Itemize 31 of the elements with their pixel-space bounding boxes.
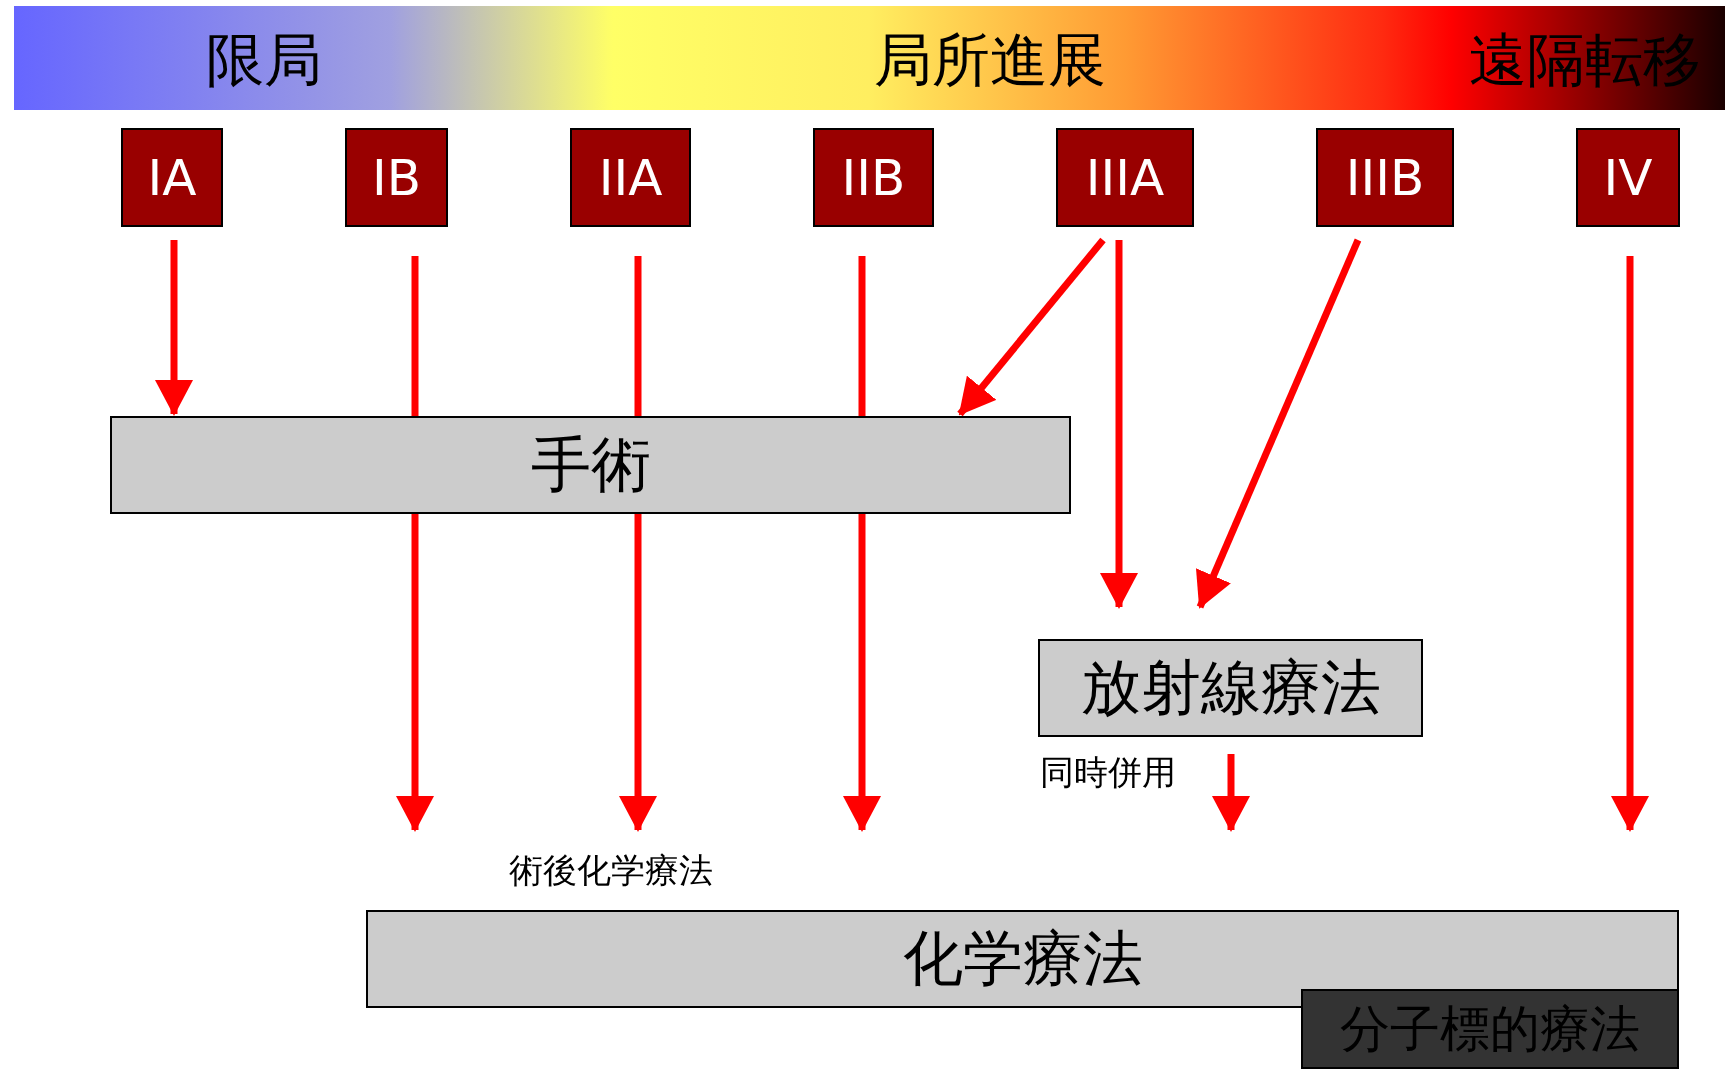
stage-label: IA <box>147 148 197 207</box>
annotation-text: 同時併用 <box>1040 751 1176 794</box>
treatment-label: 化学療法 <box>902 921 1143 995</box>
stage-group-label: 遠隔転移 <box>1469 25 1701 96</box>
treatment-label: 手術 <box>530 427 651 501</box>
stage-group-label: 限局 <box>206 25 322 96</box>
stage-box <box>813 128 934 227</box>
stage-label: IB <box>371 148 422 207</box>
annotation-text: 術後化学療法 <box>509 849 713 892</box>
treatment-box <box>110 416 1071 514</box>
stage-spectrum-band <box>14 6 1725 110</box>
arrow <box>396 514 434 832</box>
arrow <box>957 237 1106 417</box>
stage-label: IIA <box>598 148 663 207</box>
stage-box <box>121 128 223 227</box>
treatment-box <box>1038 639 1423 737</box>
stage-label: IIB <box>841 148 906 207</box>
stage-label: IIIA <box>1085 148 1165 207</box>
stage-group-label: 局所進展 <box>874 25 1106 96</box>
stage-label: IIIB <box>1345 148 1425 207</box>
arrow <box>843 514 881 832</box>
treatment-box <box>1301 989 1679 1069</box>
arrow <box>1196 238 1362 609</box>
stage-label: IV <box>1603 148 1653 207</box>
stage-box <box>570 128 691 227</box>
stage-box <box>1316 128 1454 227</box>
stage-box <box>1576 128 1680 227</box>
arrow <box>619 514 657 832</box>
stage-box <box>1056 128 1194 227</box>
stage-box <box>345 128 448 227</box>
treatment-label: 放射線療法 <box>1080 650 1381 724</box>
